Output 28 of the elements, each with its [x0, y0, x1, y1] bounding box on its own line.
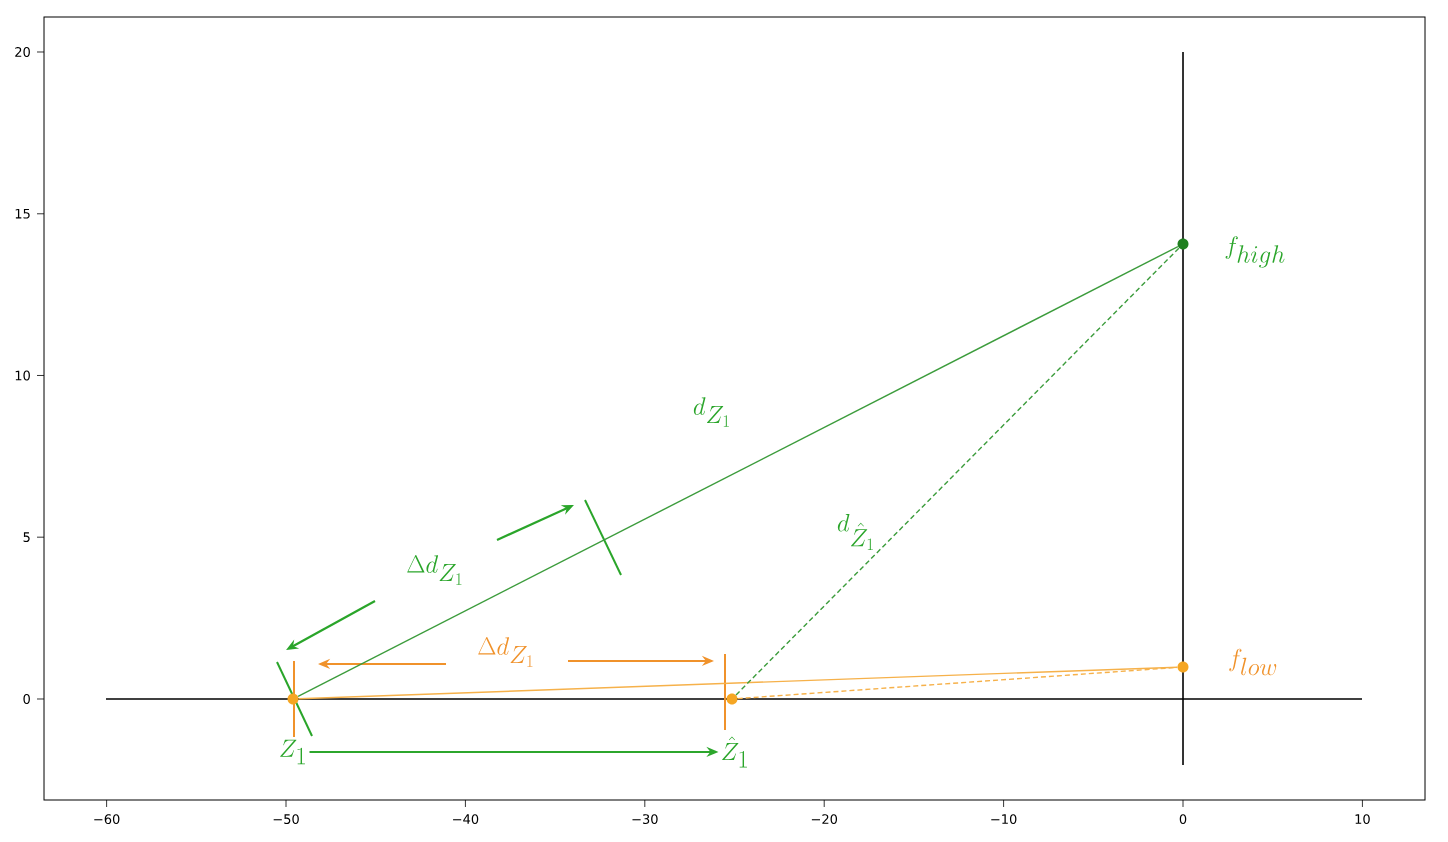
tick-label: −60: [94, 814, 120, 824]
tick-label: 10: [15, 370, 30, 381]
line: [297, 245, 1179, 698]
point-marker: [1177, 238, 1189, 250]
point-marker: [1177, 661, 1189, 673]
math-label: $\Delta d_{Z_1}$: [407, 554, 462, 585]
edge-label: $d_{\hat{Z}_1}$: [837, 514, 873, 550]
math-label: $f_{low}$: [1229, 648, 1277, 676]
math-label: $\Delta d_{Z_1}$: [478, 636, 533, 667]
tick-label: −10: [991, 814, 1017, 824]
edge-label: $d_{Z_1}$: [693, 397, 729, 427]
tick-label: 5: [23, 532, 30, 542]
dashed-line: [735, 247, 1180, 696]
math-label: $Z_1$: [280, 739, 305, 765]
tick-label: −50: [273, 814, 299, 824]
tick-label: −40: [453, 814, 479, 824]
tick-label: −20: [811, 814, 838, 824]
tick-label: 15: [15, 208, 30, 219]
point-marker: [726, 693, 738, 705]
tick-label: 10: [1355, 814, 1370, 824]
point-marker: [287, 693, 299, 705]
tick-label: 0: [1179, 814, 1187, 824]
line: [298, 666, 1178, 700]
tick-label: 20: [15, 47, 30, 57]
math-label: $f_{high}$: [1225, 236, 1285, 268]
math-label: $\hat{Z}_1$: [722, 736, 747, 768]
tick-label: 0: [23, 694, 30, 704]
tick-label: −30: [632, 814, 658, 824]
